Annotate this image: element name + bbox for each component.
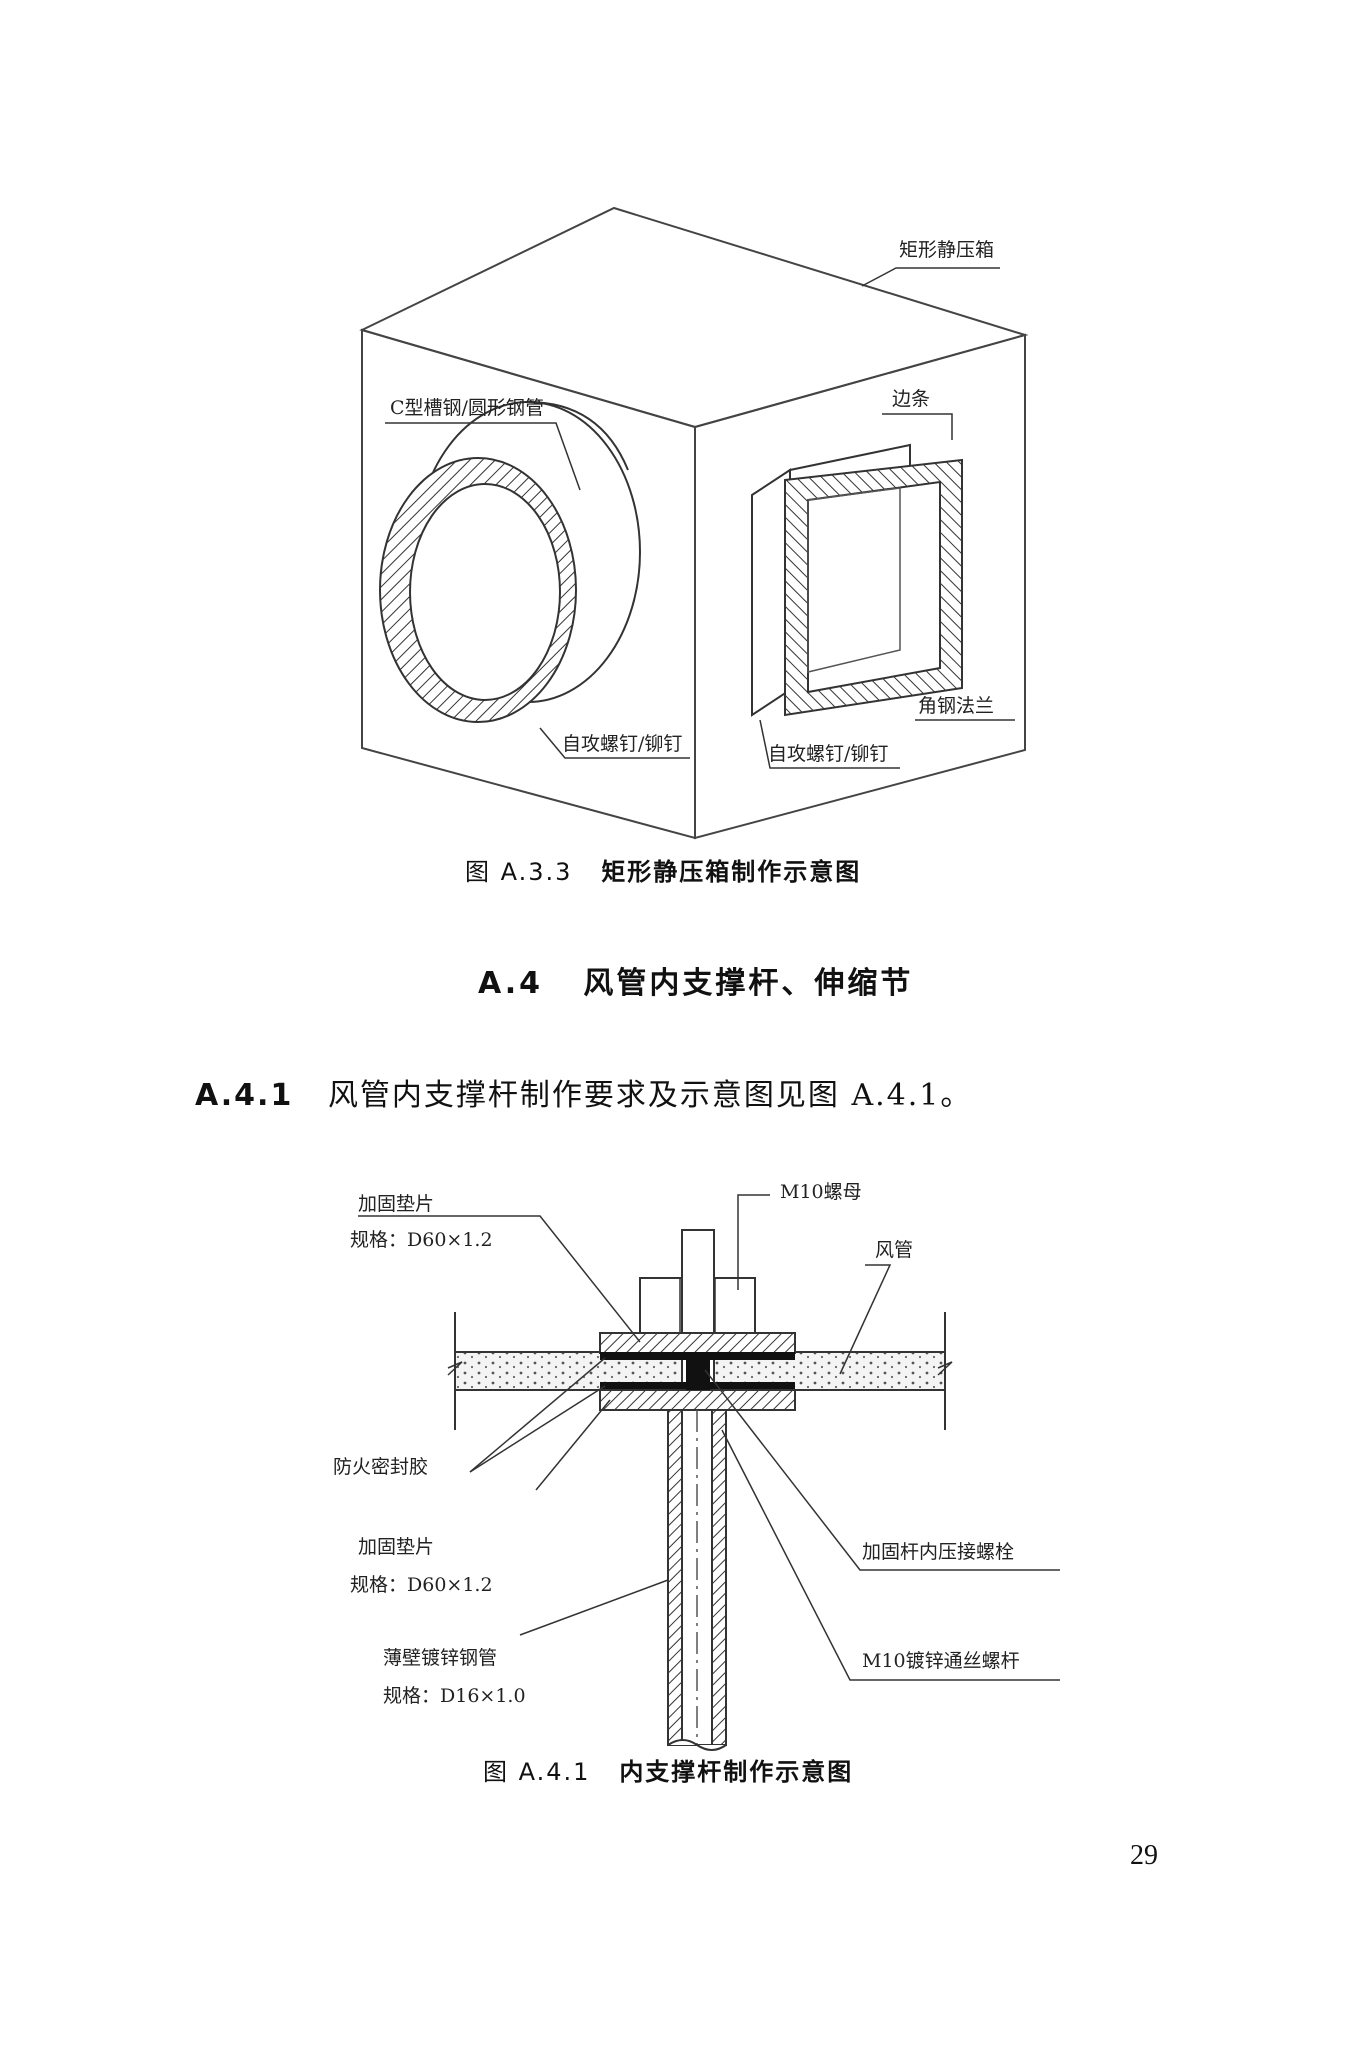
label-edge-strip: 边条 — [892, 388, 930, 410]
leader-lines-2 — [358, 1194, 1060, 1681]
label-screws-right: 自攻螺钉/铆钉 — [768, 743, 888, 765]
label-box: 矩形静压箱 — [899, 239, 994, 261]
rectangular-flange — [751, 443, 963, 717]
box-outline — [359, 206, 1029, 840]
label-c-channel: C型槽钢/圆形钢管 — [390, 397, 544, 419]
washer-bottom — [599, 1389, 796, 1411]
label-washer-top: 加固垫片 — [358, 1193, 434, 1215]
section-heading: A.4 风管内支撑杆、伸缩节 — [478, 958, 913, 1002]
figure-a-4-1-support-rod: M10螺母 加固垫片 规格：D60×1.2 风管 防火密封胶 加固垫片 规格：D… — [333, 1181, 1060, 1751]
label-washer-bottom-spec: 规格：D60×1.2 — [350, 1574, 493, 1596]
section-number: A.4 — [478, 966, 544, 1001]
label-threaded-rod: M10镀锌通丝螺杆 — [862, 1650, 1020, 1672]
figure-a-4-1-caption: 图 A.4.1 内支撑杆制作示意图 — [483, 1752, 853, 1787]
leader-lines — [385, 267, 1015, 769]
washer-top — [599, 1332, 796, 1354]
figure-a-3-3-caption: 图 A.3.3 矩形静压箱制作示意图 — [465, 852, 861, 887]
paragraph-number: A.4.1 — [195, 1078, 294, 1113]
label-nut: M10螺母 — [780, 1181, 862, 1203]
caption-number-2: 图 A.4.1 — [483, 1758, 591, 1786]
paragraph-text: 风管内支撑杆制作要求及示意图见图 A.4.1。 — [327, 1078, 973, 1113]
label-washer-bottom: 加固垫片 — [358, 1536, 434, 1558]
label-angle-flange: 角钢法兰 — [918, 695, 994, 717]
label-sealant: 防火密封胶 — [333, 1456, 428, 1478]
label-pipe-spec: 规格：D16×1.0 — [383, 1685, 526, 1707]
caption-title-2: 内支撑杆制作示意图 — [619, 1758, 854, 1786]
label-pipe: 薄壁镀锌钢管 — [383, 1647, 497, 1669]
page-number: 29 — [1130, 1840, 1158, 1871]
round-duct-collar — [379, 401, 641, 723]
label-bolt-inner: 加固杆内压接螺栓 — [862, 1541, 1014, 1563]
galvanized-pipe — [667, 1409, 727, 1751]
section-title: 风管内支撑杆、伸缩节 — [583, 966, 914, 1001]
label-screws-left: 自攻螺钉/铆钉 — [562, 733, 682, 755]
label-duct: 风管 — [875, 1239, 913, 1261]
caption-number: 图 A.3.3 — [465, 858, 573, 886]
figure-a-3-3-static-pressure-box: 矩形静压箱 C型槽钢/圆形钢管 边条 角钢法兰 自攻螺钉/铆钉 自攻螺钉/铆钉 — [359, 206, 1029, 840]
label-washer-top-spec: 规格：D60×1.2 — [350, 1229, 493, 1251]
caption-title: 矩形静压箱制作示意图 — [601, 858, 862, 886]
paragraph-a-4-1: A.4.1 风管内支撑杆制作要求及示意图见图 A.4.1。 — [195, 1070, 972, 1114]
